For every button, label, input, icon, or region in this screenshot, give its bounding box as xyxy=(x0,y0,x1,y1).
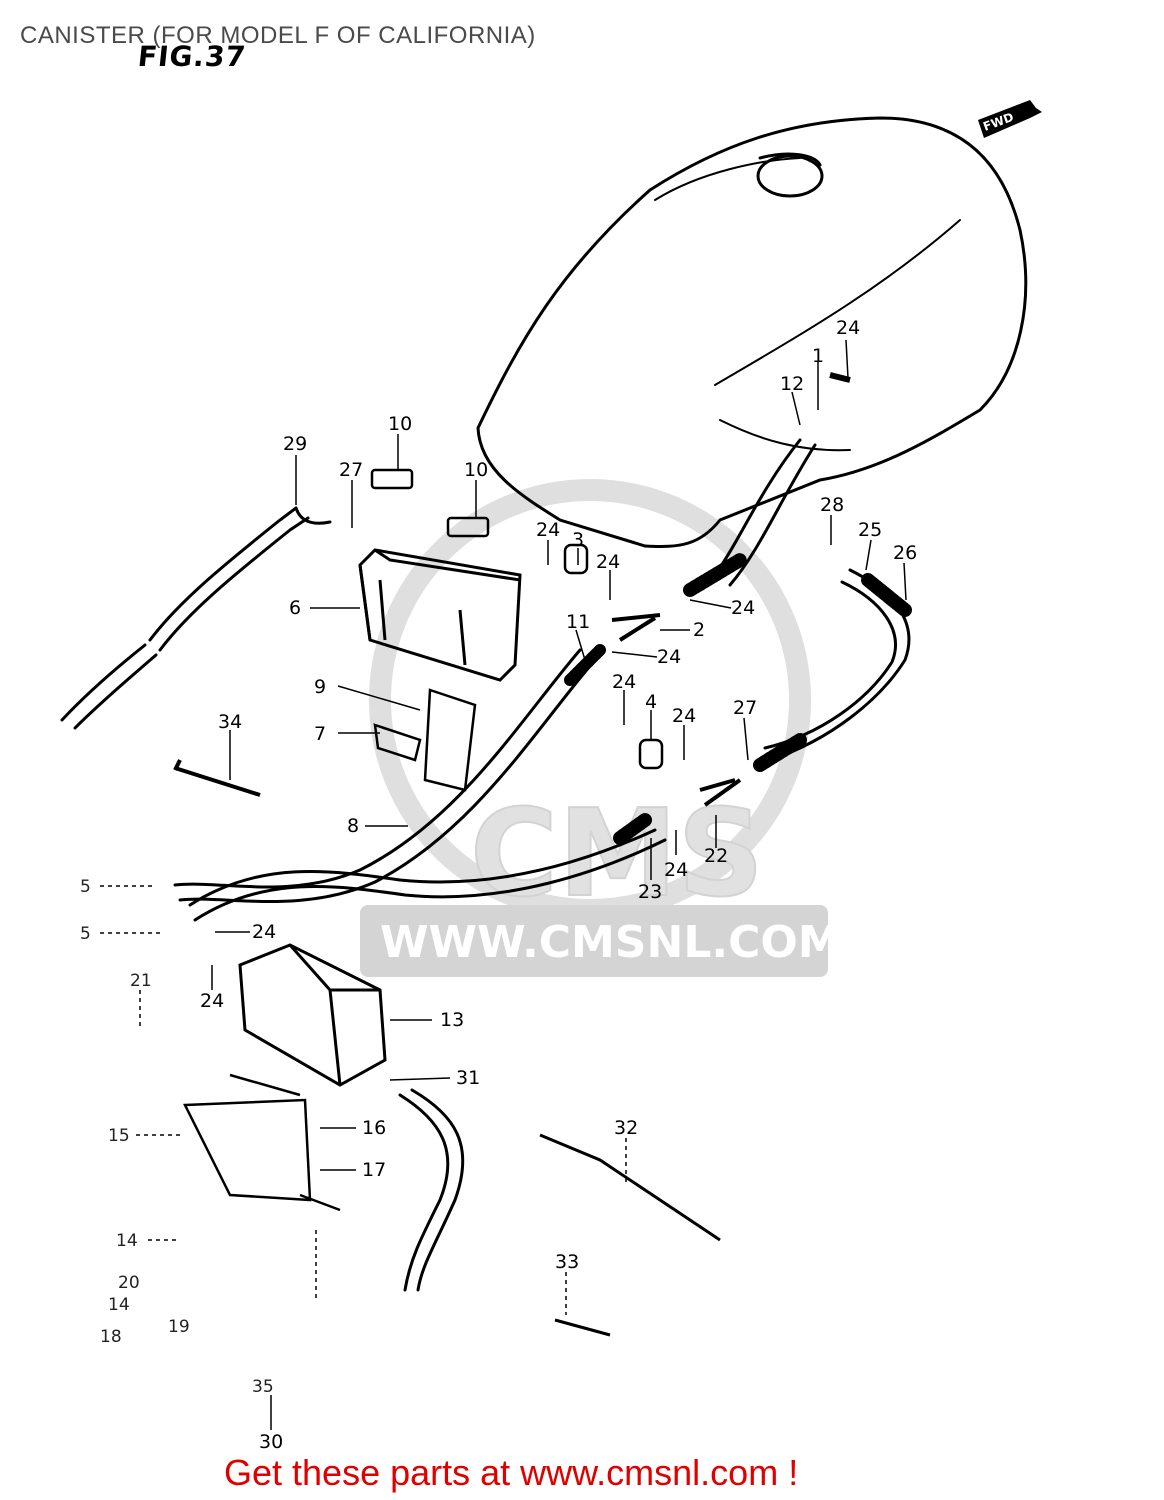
callout-31: 31 xyxy=(456,1067,480,1089)
page-title: CANISTER (FOR MODEL F OF CALIFORNIA) xyxy=(20,22,536,49)
callout-11: 11 xyxy=(566,611,590,633)
callouts: 1 24 12 10 29 10 27 28 24 25 3 26 24 6 2… xyxy=(80,317,917,1453)
lower-canister xyxy=(238,943,387,1087)
callout-24: 24 xyxy=(657,646,681,668)
callout-1: 1 xyxy=(812,345,824,367)
fwd-arrow-icon: FWD xyxy=(978,100,1042,138)
watermark: CMS WWW.CMSNL.COM xyxy=(360,479,842,977)
callout-32: 32 xyxy=(614,1117,638,1139)
watermark-banner xyxy=(360,905,828,977)
leader-lines xyxy=(100,339,907,1430)
fuel-tank xyxy=(476,116,1028,548)
callout-21: 21 xyxy=(130,971,152,991)
callout-19: 19 xyxy=(168,1317,190,1337)
callout-15: 15 xyxy=(108,1126,130,1146)
callout-13: 13 xyxy=(440,1009,464,1031)
hoses xyxy=(60,438,912,1292)
callout-14: 14 xyxy=(108,1295,130,1315)
callout-2: 2 xyxy=(693,619,705,641)
callout-5: 5 xyxy=(80,877,91,897)
callout-7: 7 xyxy=(314,723,326,745)
callout-12: 12 xyxy=(780,373,804,395)
callout-18: 18 xyxy=(100,1327,122,1347)
callout-27: 27 xyxy=(339,459,363,481)
callout-24: 24 xyxy=(664,859,688,881)
callout-26: 26 xyxy=(893,542,917,564)
callout-24: 24 xyxy=(612,671,636,693)
callout-24: 24 xyxy=(252,921,276,943)
callout-34: 34 xyxy=(218,711,242,733)
callout-27: 27 xyxy=(733,697,757,719)
callout-10: 10 xyxy=(464,459,488,481)
callout-35: 35 xyxy=(252,1377,274,1397)
callout-3: 3 xyxy=(572,529,584,551)
callout-24: 24 xyxy=(672,705,696,727)
small-parts xyxy=(173,372,851,1337)
watermark-logo: CMS xyxy=(470,785,764,924)
callout-17: 17 xyxy=(362,1159,386,1181)
watermark-site: WWW.CMSNL.COM xyxy=(380,917,842,968)
callout-4: 4 xyxy=(645,691,657,713)
callout-20: 20 xyxy=(118,1273,140,1293)
callout-24: 24 xyxy=(536,519,560,541)
callout-5: 5 xyxy=(80,924,91,944)
canister-bracket xyxy=(183,688,477,1212)
footer-link[interactable]: Get these parts at www.cmsnl.com ! xyxy=(224,1452,799,1493)
callout-33: 33 xyxy=(555,1251,579,1273)
callout-22: 22 xyxy=(704,845,728,867)
callout-24: 24 xyxy=(200,990,224,1012)
callout-23: 23 xyxy=(638,881,662,903)
callout-24: 24 xyxy=(731,597,755,619)
callout-9: 9 xyxy=(314,676,326,698)
callout-25: 25 xyxy=(858,519,882,541)
callout-14: 14 xyxy=(116,1231,138,1251)
callout-6: 6 xyxy=(289,597,301,619)
callout-10: 10 xyxy=(388,413,412,435)
callout-16: 16 xyxy=(362,1117,386,1139)
upper-canister xyxy=(358,548,522,682)
callout-8: 8 xyxy=(347,815,359,837)
callout-24: 24 xyxy=(596,551,620,573)
callout-24: 24 xyxy=(836,317,860,339)
callout-29: 29 xyxy=(283,433,307,455)
callout-28: 28 xyxy=(820,494,844,516)
callout-30: 30 xyxy=(259,1431,283,1453)
